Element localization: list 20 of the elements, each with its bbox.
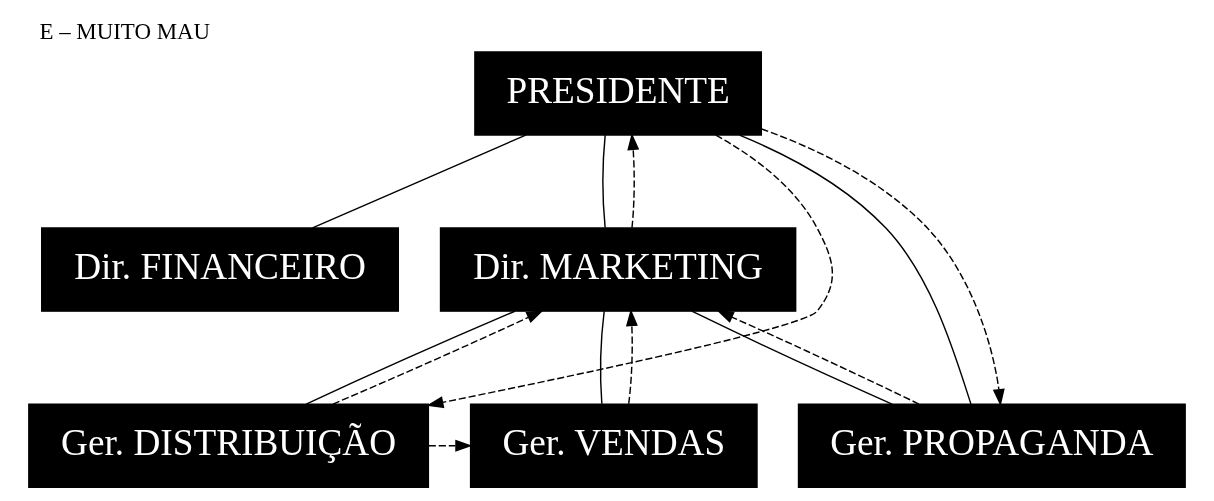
arrow (428, 439, 473, 452)
arrow (627, 132, 640, 228)
node-box: Ger. DISTRIBUIÇÃO (28, 403, 430, 488)
connector (691, 310, 893, 405)
diagram-title: E – MUITO MAU (39, 18, 211, 44)
connector (305, 310, 516, 405)
connector (738, 133, 972, 405)
node-box: Dir. FINANCEIRO (41, 226, 399, 312)
arrow (332, 309, 544, 405)
connector (602, 133, 606, 228)
arrow (426, 134, 833, 408)
node-box: Ger. PROPAGANDA (797, 403, 1186, 488)
node-box: Ger. VENDAS (469, 403, 758, 488)
connector (311, 133, 527, 229)
connector (600, 310, 605, 404)
arrow (760, 127, 1005, 406)
node-box: Dir. MARKETING (439, 226, 797, 312)
arrow (625, 308, 638, 404)
node-box: PRESIDENTE (474, 50, 762, 136)
arrow (716, 309, 920, 405)
